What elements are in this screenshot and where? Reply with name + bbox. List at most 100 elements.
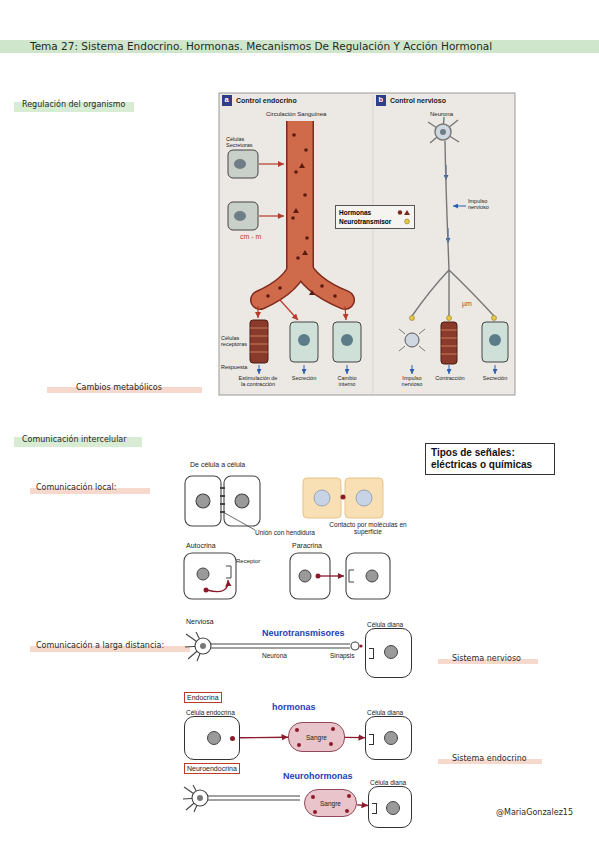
figure-panel [219, 93, 515, 395]
neuron-drawing [185, 632, 203, 661]
figure-label: Control nervioso [390, 97, 446, 105]
section-note: Regulación del organismo [22, 101, 125, 110]
section-note: Comunicación intercelular [22, 436, 127, 445]
surface-contact-cells [314, 490, 330, 506]
secretion-arrow [280, 300, 298, 320]
hormone-dot [266, 294, 270, 298]
neuron-drawing [183, 785, 200, 812]
surface-contact-cells [356, 490, 372, 506]
cell-nucleus [207, 731, 221, 745]
legend-row: Hormonas [339, 208, 411, 217]
neurotransmitter-dot [447, 316, 452, 321]
target-cell [333, 322, 361, 362]
gap-junction-cells [235, 494, 249, 508]
hormone-dot [333, 294, 337, 298]
target-cell [250, 320, 508, 364]
figure-label: Células Secretoras [226, 137, 260, 149]
neurotransmitter-dot [410, 316, 415, 321]
response-arrow [453, 206, 466, 207]
category-tag: Endocrina [184, 692, 222, 703]
blood-vessel [260, 262, 345, 300]
cell-heading: Célula diana [367, 710, 403, 717]
figure-label: Receptor [236, 558, 260, 564]
neuron [412, 270, 494, 316]
title-band: Tema 27: Sistema Endocrino. Hormonas. Me… [0, 40, 599, 53]
figure-label: Contracción [432, 376, 468, 382]
secretory-cell [228, 150, 258, 178]
signal-arrow [357, 804, 368, 806]
target-cell: Célula diana [365, 716, 412, 760]
node-text: Endocrina [187, 693, 219, 702]
title-text: Tema 27: Sistema Endocrino. Hormonas. Me… [30, 40, 492, 53]
cell-nucleus [386, 801, 400, 815]
figure-label: Neurohormonas [283, 772, 353, 782]
endocrine-cell: Célula endocrina [184, 716, 240, 760]
hormone-dot [294, 170, 298, 174]
blood-vessel [288, 121, 313, 272]
section-note: Comunicación a larga distancia: [36, 642, 164, 651]
figure-panel [373, 95, 374, 393]
cell-nucleus [384, 731, 398, 745]
neurotransmitter-dot [410, 316, 497, 321]
hormone-dot [304, 148, 308, 152]
figure-panel [219, 93, 515, 395]
node-text: Sangre [306, 734, 327, 741]
category-tag: Neuroendocrina [184, 763, 240, 774]
node-text: Neuroendocrina [187, 764, 237, 773]
paracrine-cells [346, 553, 390, 599]
neuron [435, 124, 451, 140]
cell-heading: Célula diana [367, 622, 403, 629]
figure-label: Secreción [289, 376, 319, 382]
response-arrow [446, 165, 447, 180]
autocrine-cell [184, 553, 236, 599]
cell-heading: Célula endocrina [186, 710, 235, 717]
target-cell [250, 328, 268, 352]
neuron-drawing [359, 644, 362, 647]
figure-label: Control endocrino [236, 97, 297, 105]
figure-label: Impulso nervioso [395, 376, 429, 388]
paracrine-cells [316, 574, 321, 579]
response-arrow [347, 365, 348, 374]
target-cell [399, 329, 425, 351]
figure-label: Autocrina [186, 542, 216, 550]
neuron [445, 141, 449, 270]
figure-label: Sinapsis [330, 652, 355, 659]
hormone-dot [292, 133, 296, 137]
panel-tag [222, 95, 232, 106]
legend-sample [397, 218, 411, 225]
figure-label: hormonas [272, 703, 316, 713]
neurotransmitter-dot [492, 316, 497, 321]
figure-label: cm - m [240, 233, 261, 241]
target-cell [341, 334, 353, 346]
target-cell: Célula diana [365, 628, 412, 678]
section-note: Sistema nervioso [452, 655, 521, 664]
section-note: Cambios metabólicos [76, 384, 162, 393]
paracrine-cells [299, 570, 311, 582]
autocrine-cell [197, 568, 209, 580]
figure-label: µm [462, 300, 472, 308]
secretion-arrow [258, 164, 346, 320]
blood-vessel [286, 121, 314, 272]
figure-label: Nerviosa [186, 618, 214, 626]
paracrine-cells [320, 575, 344, 576]
response-arrow [495, 365, 496, 374]
hormone-dot [297, 743, 301, 747]
autocrine-cell [207, 580, 228, 592]
hormone-dot [347, 794, 351, 798]
paracrine-cells [290, 553, 390, 599]
paracrine-cells [366, 570, 378, 582]
figure-label: Impulso nervioso [468, 199, 504, 211]
response-arrow [412, 365, 413, 374]
target-cell [441, 330, 457, 354]
surface-contact-cells [303, 478, 383, 518]
figure-label: De célula a célula [190, 461, 245, 469]
section-note: Sistema endocrino [452, 755, 527, 764]
gap-junction-cells [185, 476, 221, 526]
legend-sample [404, 210, 410, 215]
figure-label: Secreción [479, 376, 511, 382]
neuron [428, 117, 459, 143]
target-cell [489, 334, 501, 346]
hormone-dot [320, 284, 324, 288]
neuron [440, 129, 446, 135]
